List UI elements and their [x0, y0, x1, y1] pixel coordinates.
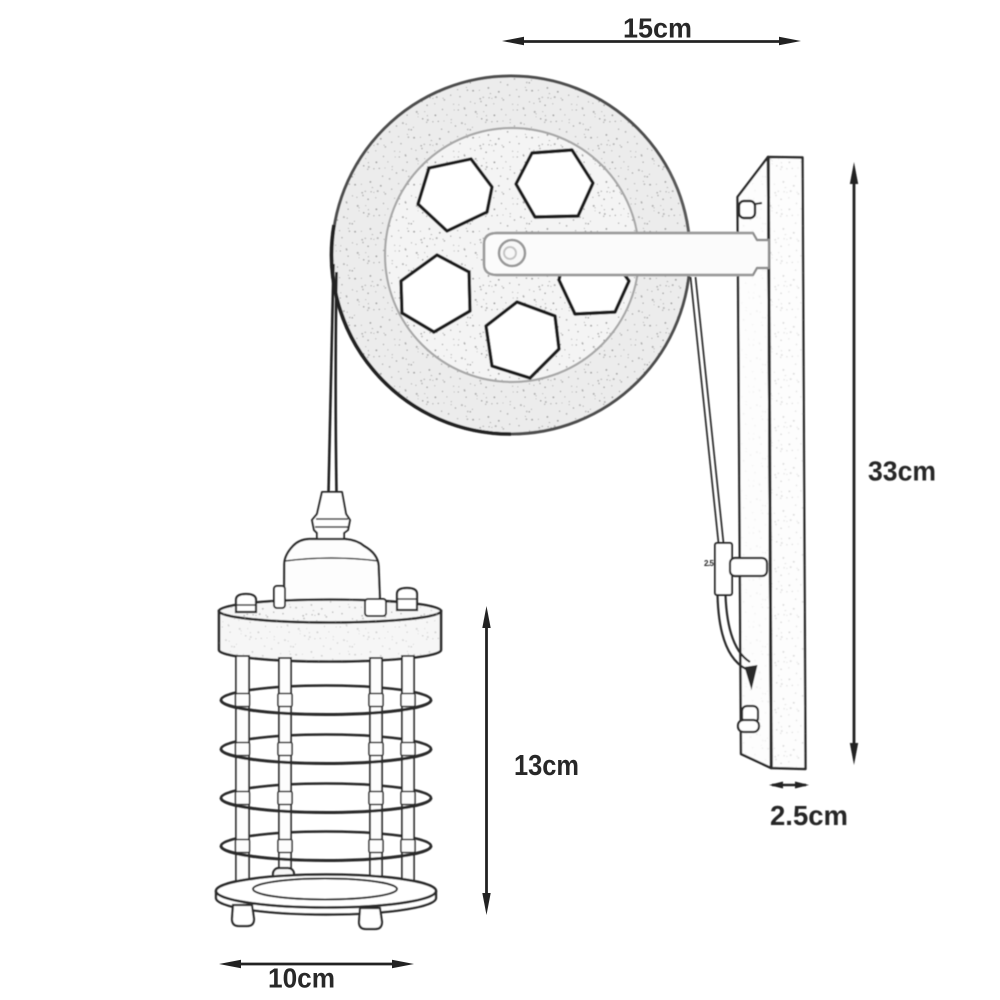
svg-text:33cm: 33cm [868, 456, 936, 487]
svg-text:15cm: 15cm [623, 13, 692, 44]
svg-text:13cm: 13cm [514, 750, 579, 782]
svg-text:2.5: 2.5 [704, 559, 715, 568]
svg-text:10cm: 10cm [268, 963, 335, 994]
svg-text:2.5cm: 2.5cm [770, 800, 848, 831]
